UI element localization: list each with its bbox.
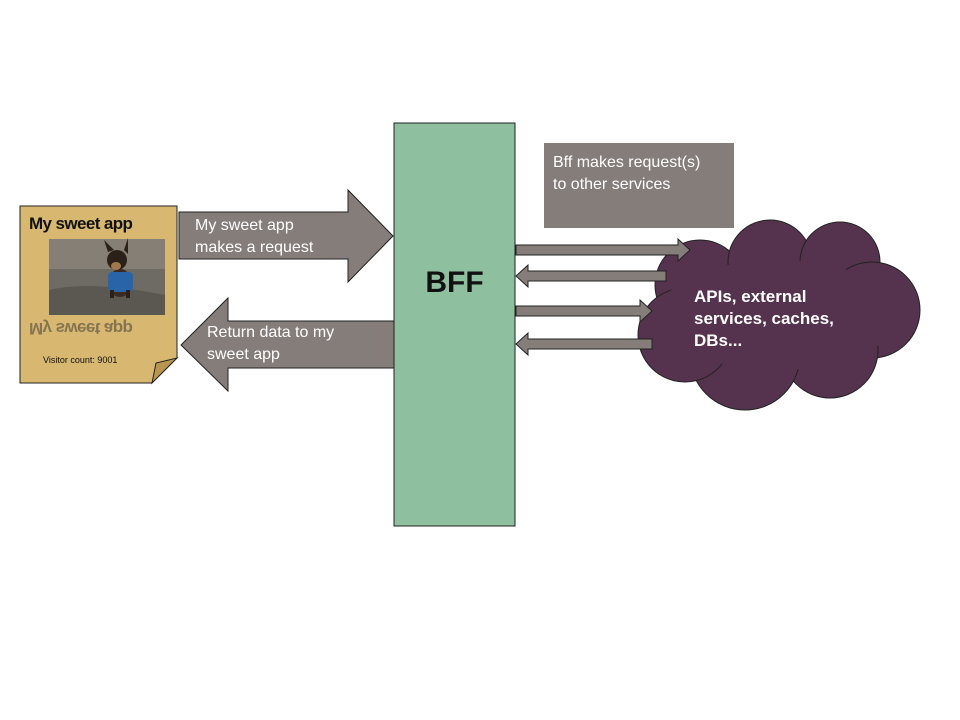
cloud-line3: DBs...	[694, 331, 743, 350]
return-label-line1: Return data to my	[207, 324, 335, 341]
cloud-label: APIs, external services, caches, DBs...	[694, 286, 834, 352]
cloud-line2: services, caches,	[694, 309, 834, 328]
bff-label: BFF	[425, 266, 484, 299]
return-arrow	[180, 296, 397, 393]
app-title-reflection: My sweet app	[29, 319, 133, 338]
callout-line2: to other services	[553, 176, 671, 193]
bff-box	[393, 122, 516, 527]
cloud-to-bff-arrow-2	[515, 331, 653, 357]
request-arrow-label: My sweet app makes a request	[195, 215, 313, 259]
visitor-count: Visitor count: 9001	[43, 355, 118, 365]
request-label-line1: My sweet app	[195, 217, 294, 234]
app-title: My sweet app	[29, 214, 133, 233]
callout-box	[544, 143, 734, 228]
bff-to-cloud-arrow-2	[515, 298, 653, 324]
callout-line1: Bff makes request(s)	[553, 154, 701, 171]
cloud-line1: APIs, external	[694, 287, 807, 306]
bff-to-cloud-arrow-1	[515, 237, 691, 263]
dog-photo	[49, 238, 165, 315]
return-label-line2: sweet app	[207, 346, 280, 363]
request-arrow	[178, 188, 394, 284]
return-arrow-label: Return data to my sweet app	[207, 322, 334, 366]
services-cloud	[637, 219, 921, 411]
callout-label: Bff makes request(s) to other services	[553, 152, 700, 196]
request-label-line2: makes a request	[195, 239, 314, 256]
cloud-to-bff-arrow-1	[515, 263, 667, 289]
app-card-fold	[151, 357, 179, 385]
